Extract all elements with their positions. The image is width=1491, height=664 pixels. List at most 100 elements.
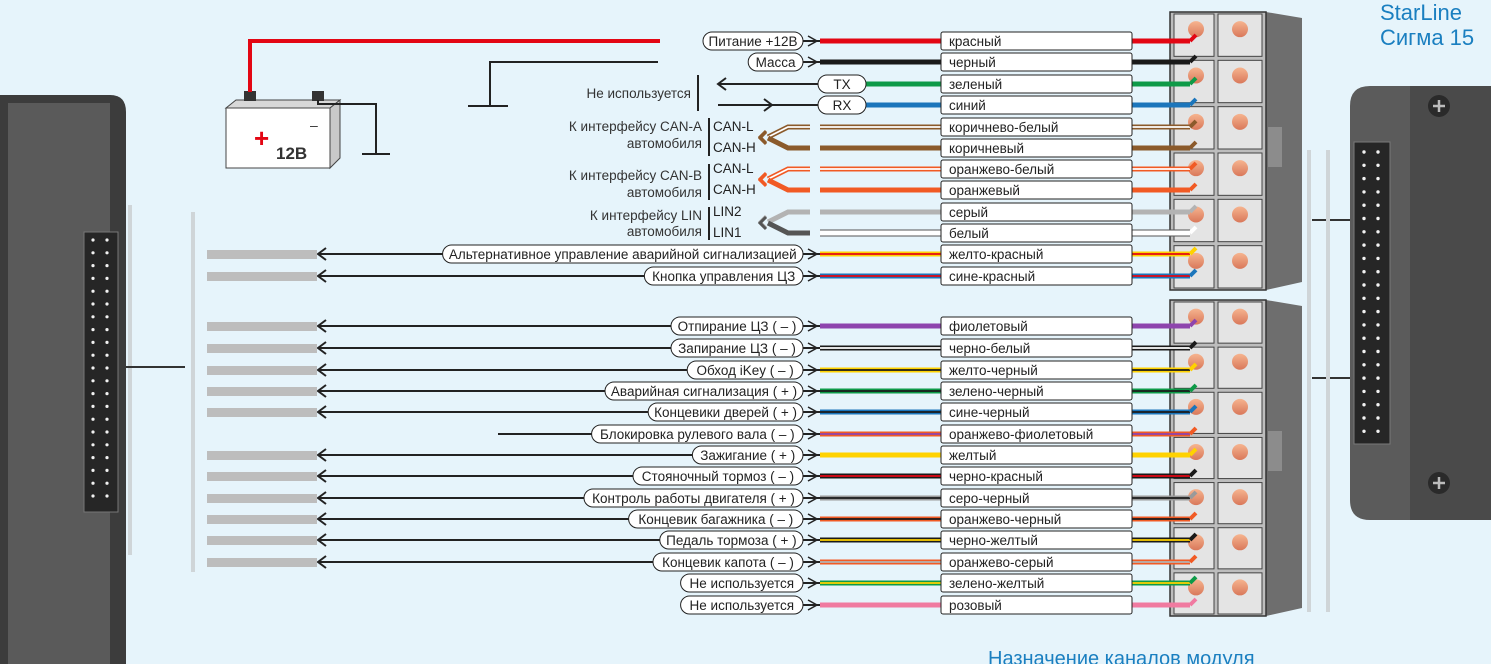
chevron-icon: [807, 556, 819, 568]
chevron-icon: [807, 492, 819, 504]
car-connector-left: [0, 95, 195, 664]
pin-dot: [91, 353, 95, 357]
color-name-box: [940, 266, 1133, 286]
chevron-icon: [807, 248, 819, 260]
terminal-pin: [1188, 21, 1204, 38]
pin-dot: [1362, 283, 1366, 287]
car-wire-stub: [207, 344, 317, 353]
color-name-box: [940, 573, 1133, 593]
pin-dot: [105, 289, 109, 293]
wire-lead: [1188, 268, 1198, 278]
wire-lead: [1188, 532, 1198, 542]
bus-wire-stripe: [767, 126, 810, 138]
battery-ground-wire: [317, 100, 377, 154]
terminal-pin: [1232, 113, 1248, 130]
terminal-pin: [1232, 579, 1248, 596]
wire-lead: [1188, 426, 1198, 436]
chevron-icon: [807, 320, 819, 332]
pin-dot: [1362, 296, 1366, 300]
color-name-label: оранжево-белый: [949, 162, 1054, 177]
wire-lead: [1188, 246, 1198, 256]
pin-dot: [105, 468, 109, 472]
pin-dot: [91, 494, 95, 498]
can-b-group: К интерфейсу CAN-B автомобиля: [569, 164, 710, 200]
color-name-box: [940, 488, 1133, 508]
chevron-icon: [807, 449, 819, 461]
bus-wire: [766, 209, 810, 225]
pin-dot: [91, 404, 95, 408]
arrow-left-icon: [316, 341, 327, 355]
car-wire-stub: [207, 472, 317, 481]
wire-lead: [1188, 119, 1198, 129]
pin-dot: [1362, 376, 1366, 380]
wire-lead: [1188, 447, 1198, 457]
arrow-right-icon: [763, 98, 774, 112]
chevron-icon: [807, 513, 819, 525]
car-wire-stub: [207, 451, 317, 460]
color-name-label: черно-красный: [949, 469, 1043, 484]
pin-dot: [1376, 256, 1380, 261]
chevron-icon: [807, 364, 819, 376]
color-name-box: [940, 552, 1133, 572]
terminal-pin: [1188, 444, 1204, 460]
pin-dot: [105, 302, 109, 306]
terminal-pin: [1232, 353, 1248, 370]
color-name-label: сине-черный: [949, 405, 1030, 420]
pin-dot: [91, 315, 95, 319]
wire-lead: [1188, 54, 1198, 64]
car-wire-stub: [207, 272, 317, 281]
pin-dot: [1376, 296, 1380, 300]
chevron-icon: [807, 406, 819, 418]
arrow-left-icon: [316, 555, 327, 569]
pin-dot: [91, 481, 95, 485]
brand-name: StarLine: [1380, 0, 1462, 25]
terminal-pin: [1232, 67, 1248, 84]
color-name-box: [940, 509, 1133, 529]
pin-dot: [105, 366, 109, 370]
color-name-box: [940, 402, 1133, 422]
function-label: Концевики дверей ( + ): [654, 405, 797, 420]
car-wire-stub: [207, 250, 317, 259]
can-a-label: К интерфейсу CAN-A: [569, 119, 702, 134]
signal-tag: RX: [833, 98, 852, 113]
unused-label: Не используется: [586, 86, 691, 101]
terminal-block-top: [1169, 11, 1302, 291]
wire-lead: [1188, 575, 1198, 585]
color-name-box: [940, 424, 1133, 444]
color-name-label: белый: [949, 226, 989, 241]
pin-dot: [105, 276, 109, 280]
terminal-pin: [1232, 444, 1248, 460]
pin-dot: [1376, 190, 1380, 194]
chevron-icon: [807, 342, 819, 354]
pin-dot: [105, 494, 109, 498]
pin-dot: [105, 340, 109, 344]
color-name-box: [940, 159, 1133, 179]
color-name-box: [940, 138, 1133, 158]
battery-terminal-minus: [312, 91, 324, 101]
wire-lead: [1188, 225, 1198, 235]
wire-lead: [1188, 468, 1198, 478]
wire-lead: [1188, 161, 1198, 171]
car-wire-stub: [207, 536, 317, 545]
terminal-pin: [1232, 489, 1248, 506]
bus-tag: CAN-H: [713, 182, 756, 197]
wire-lead: [1188, 490, 1198, 500]
pin-dot: [1362, 163, 1366, 167]
wire-lead: [1188, 340, 1198, 350]
color-name-box: [940, 95, 1133, 115]
can-b-label-line2: автомобиля: [627, 185, 702, 200]
pin-dot: [1362, 336, 1366, 340]
color-name-label: серый: [949, 205, 988, 220]
brand-title: StarLine Сигма 15: [1380, 0, 1474, 50]
